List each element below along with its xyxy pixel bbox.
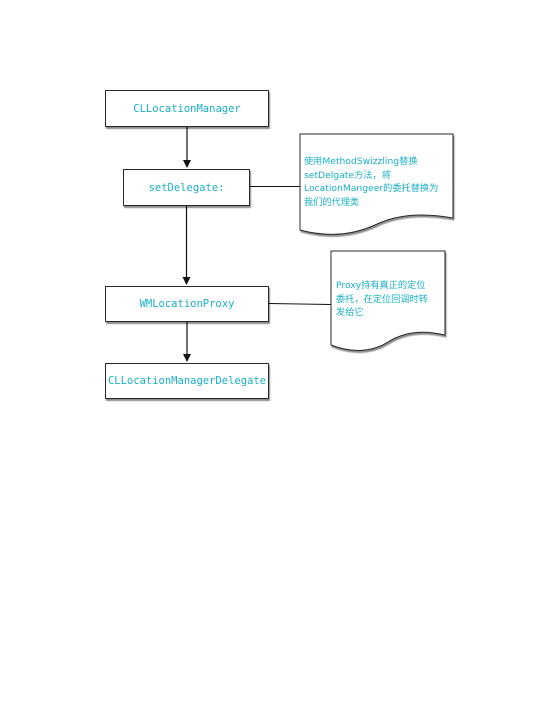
note-shape-proxy (330, 250, 446, 351)
note-swizzle-text: 使用MethodSwizzling替换 setDelgate方法，将 Locat… (304, 155, 454, 209)
note-proxy-line: 委托，在定位回调时转 (336, 293, 428, 305)
note-swizzle-line: 使用MethodSwizzling替换 (304, 156, 418, 167)
note-swizzle-line: 我们的代理类 (304, 196, 360, 208)
node-set-delegate: setDelegate: (123, 169, 250, 206)
node-location-manager-label: CLLocationManager (133, 102, 241, 115)
note-proxy-line: Proxy持有真正的定位 (336, 280, 426, 291)
note-shape-swizzle (299, 133, 454, 235)
note-swizzle-line: setDelgate方法，将 (304, 169, 391, 181)
node-manager-delegate-label: CLLocationManagerDelegate (107, 375, 267, 387)
node-location-proxy-label: WMLocationProxy (139, 298, 235, 310)
node-location-proxy: WMLocationProxy (105, 286, 269, 322)
note-proxy-text: Proxy持有真正的定位 委托，在定位回调时转 发给它 (336, 279, 446, 320)
node-set-delegate-label: setDelegate: (148, 181, 225, 194)
node-manager-delegate: CLLocationManagerDelegate (105, 363, 269, 399)
note-connector-proxy (268, 303, 332, 305)
note-swizzle-line: LocationMangeer的委托替换为 (304, 183, 439, 194)
note-proxy-line: 发给它 (336, 307, 364, 318)
node-location-manager: CLLocationManager (105, 90, 269, 127)
